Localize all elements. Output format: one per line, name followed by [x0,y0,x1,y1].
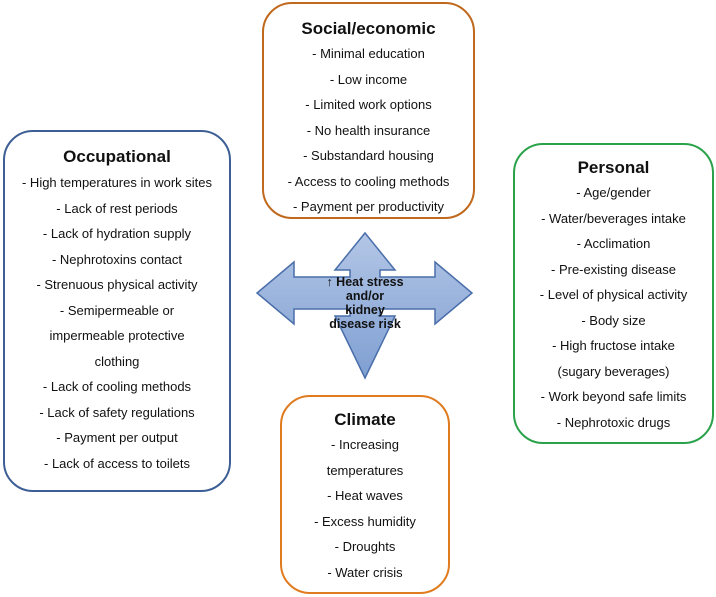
list-item: - Droughts [334,539,396,554]
list-item: - Body size [581,312,646,328]
occupational-list: - High temperatures in work sites - Lack… [5,170,229,476]
climate-title: Climate [334,410,396,429]
list-item: - Increasing [331,437,399,452]
list-item: - Semipermeable or [59,302,175,318]
list-item: - Minimal education [312,46,425,61]
list-item: - Nephrotoxins contact [51,251,183,267]
center-line-3: kidney [345,303,385,317]
occupational-box: Occupational - High temperatures in work… [3,130,231,492]
list-item: - Work beyond safe limits [540,389,687,404]
list-item: - Lack of safety regulations [39,404,195,420]
personal-list: - Age/gender - Water/beverages intake - … [515,180,712,435]
list-item: - Strenuous physical activity [36,277,198,292]
personal-title: Personal [577,158,650,177]
occupational-title: Occupational [63,147,171,166]
list-item: - Water crisis [327,564,403,580]
list-item: - Age/gender [576,185,651,200]
center-line-2: and/or [345,289,385,303]
list-item: (sugary beverages) [557,363,670,379]
list-item: - Lack of hydration supply [42,226,192,241]
list-item: - Water/beverages intake [541,210,686,226]
center-line-1: ↑ Heat stress [326,275,404,289]
list-item: - Payment per productivity [292,199,444,214]
list-item: - Nephrotoxic drugs [556,414,671,430]
list-item: - Heat waves [327,488,403,503]
list-item: - Low income [329,71,408,87]
list-item: - Acclimation [576,236,651,251]
list-item: - No health insurance [306,122,431,138]
list-item: - Payment per output [56,430,178,445]
climate-list: - Increasing temperatures - Heat waves -… [282,432,448,585]
list-item: temperatures [326,462,404,478]
list-item: - Excess humidity [314,513,416,529]
center-line-4: disease risk [329,317,401,331]
social-economic-title: Social/economic [301,19,436,38]
list-item: - Lack of cooling methods [42,379,192,394]
personal-box: Personal - Age/gender - Water/beverages … [513,143,714,444]
four-way-arrow-shape [255,231,474,380]
climate-box: Climate - Increasing temperatures - Heat… [280,395,450,594]
list-item: - High fructose intake [552,338,675,353]
list-item: - Pre-existing disease [551,261,676,277]
list-item: - Lack of access to toilets [44,455,190,471]
list-item: impermeable protective [49,328,185,343]
social-economic-box: Social/economic - Minimal education - Lo… [262,2,475,219]
list-item: clothing [94,353,140,369]
list-item: - Access to cooling methods [287,173,450,189]
list-item: - Limited work options [305,97,432,112]
center-risk-label: ↑ Heat stress and/or kidney disease risk [300,275,430,331]
social-economic-list: - Minimal education - Low income - Limit… [264,41,473,220]
list-item: - Level of physical activity [539,287,688,302]
list-item: - Substandard housing [303,148,434,163]
list-item: - High temperatures in work sites [21,175,212,190]
list-item: - Lack of rest periods [56,200,178,216]
